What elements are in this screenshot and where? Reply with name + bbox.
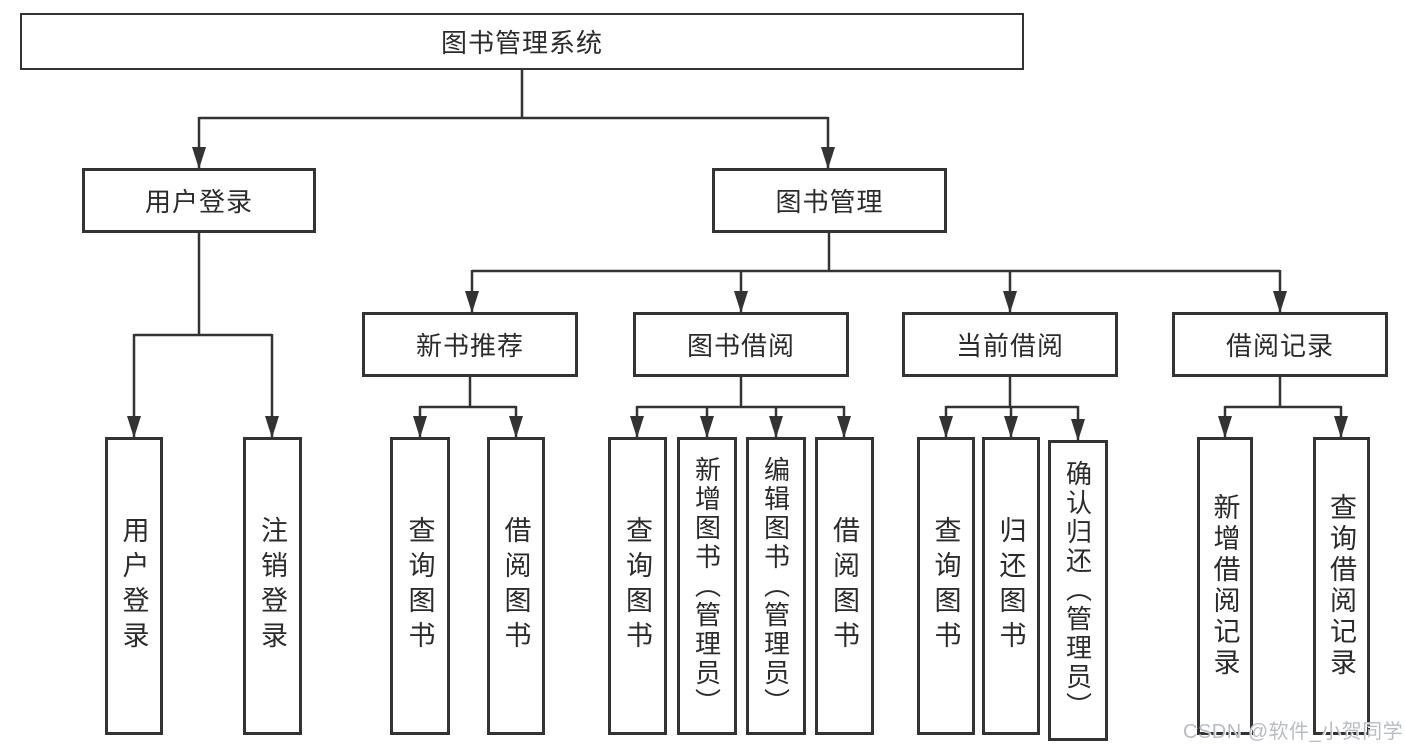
leaf-borrow-borrow-book: 借阅图书 (815, 437, 874, 735)
node-borrow-records: 借阅记录 (1172, 312, 1388, 377)
node-new-book-recommend: 新书推荐 (362, 312, 578, 377)
leaf-borrow-add-book-admin: 新增图书（管理员） (677, 437, 737, 735)
node-current-borrow: 当前借阅 (902, 312, 1118, 377)
leaf-borrow-query-book: 查询图书 (608, 437, 667, 735)
csdn-watermark: CSDN @软件_小贺同学 (1183, 721, 1404, 743)
leaf-records-query-record: 查询借阅记录 (1313, 437, 1370, 735)
leaf-current-return-book: 归还图书 (982, 437, 1040, 735)
node-book-borrow: 图书借阅 (633, 312, 849, 377)
leaf-current-query-book: 查询图书 (917, 437, 975, 735)
leaf-records-add-record: 新增借阅记录 (1197, 437, 1253, 735)
node-user-login: 用户登录 (82, 168, 316, 233)
leaf-current-confirm-return-admin: 确认归还（管理员） (1048, 440, 1108, 741)
leaf-borrow-edit-book-admin: 编辑图书（管理员） (746, 437, 806, 735)
node-book-management: 图书管理 (712, 168, 947, 233)
node-library-system: 图书管理系统 (20, 13, 1024, 70)
leaf-logout: 注销登录 (243, 437, 302, 735)
leaf-newrec-borrow-book: 借阅图书 (487, 437, 545, 735)
leaf-user-login: 用户登录 (105, 437, 163, 735)
leaf-newrec-query-book: 查询图书 (390, 437, 450, 735)
